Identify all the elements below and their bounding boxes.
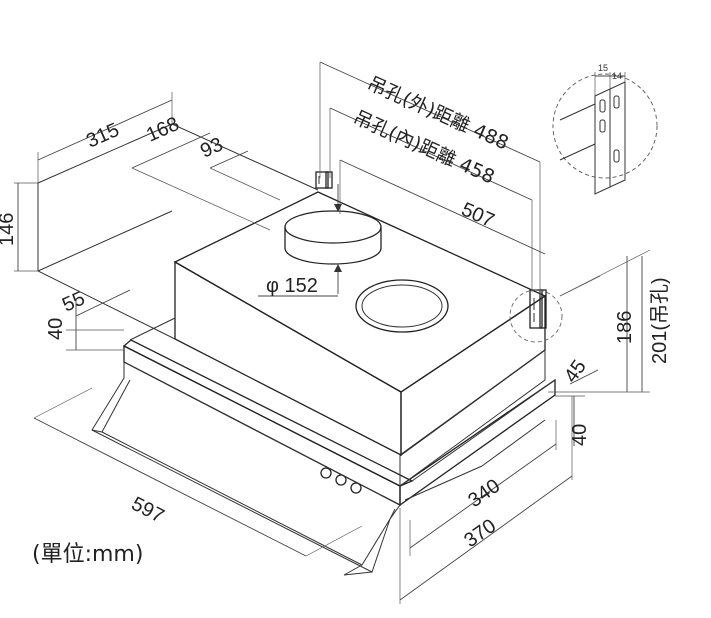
dim-146 xyxy=(14,182,38,272)
hanging-bracket-left xyxy=(315,171,333,189)
dim-duct-diameter xyxy=(258,184,342,297)
dim-370 xyxy=(399,396,573,604)
control-knob-1 xyxy=(320,467,332,479)
dim-168 xyxy=(131,132,271,231)
label-40-front: 40 xyxy=(45,318,67,340)
dim-hole-inner xyxy=(329,107,533,292)
label-detail-14: 14 xyxy=(612,71,622,81)
dim-340 xyxy=(409,420,557,556)
motor-box xyxy=(173,191,547,457)
duct-collar xyxy=(284,210,382,265)
label-168: 168 xyxy=(143,113,182,147)
label-40-side: 40 xyxy=(569,424,591,446)
label-201: 201(吊孔) xyxy=(648,277,671,364)
label-597: 597 xyxy=(128,493,168,528)
hood-front-panel xyxy=(91,317,556,576)
dim-93 xyxy=(209,150,281,201)
unit-note: (單位:mm) xyxy=(32,542,144,567)
label-186: 186 xyxy=(614,311,636,344)
dim-597 xyxy=(33,387,363,557)
label-duct-diameter: φ 152 xyxy=(266,275,318,297)
dim-507 xyxy=(339,159,546,255)
dim-right-small xyxy=(555,369,599,446)
control-knob-2 xyxy=(335,474,347,486)
dim-315 xyxy=(37,92,173,183)
label-507: 507 xyxy=(458,198,497,232)
label-146: 146 xyxy=(0,213,18,246)
label-45: 45 xyxy=(560,356,591,387)
control-knob-3 xyxy=(350,482,362,494)
bracket-detail-inset xyxy=(552,72,658,195)
top-hole-inner xyxy=(361,284,443,328)
label-315: 315 xyxy=(83,119,122,153)
top-hole xyxy=(355,279,449,333)
dim-front-left xyxy=(66,289,131,351)
label-340: 340 xyxy=(464,475,504,512)
dim-hole-outer xyxy=(319,61,541,296)
label-detail-15: 15 xyxy=(598,63,608,73)
detail-callout-circle xyxy=(509,289,563,343)
dim-right-side xyxy=(548,249,651,393)
label-370: 370 xyxy=(460,515,500,552)
